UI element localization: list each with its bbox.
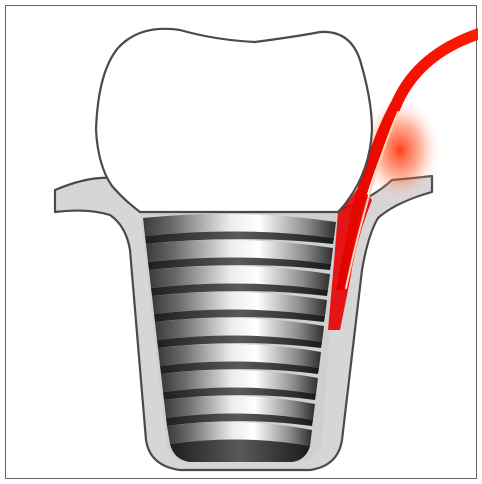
crown — [96, 29, 372, 212]
implant-threads — [143, 214, 336, 462]
